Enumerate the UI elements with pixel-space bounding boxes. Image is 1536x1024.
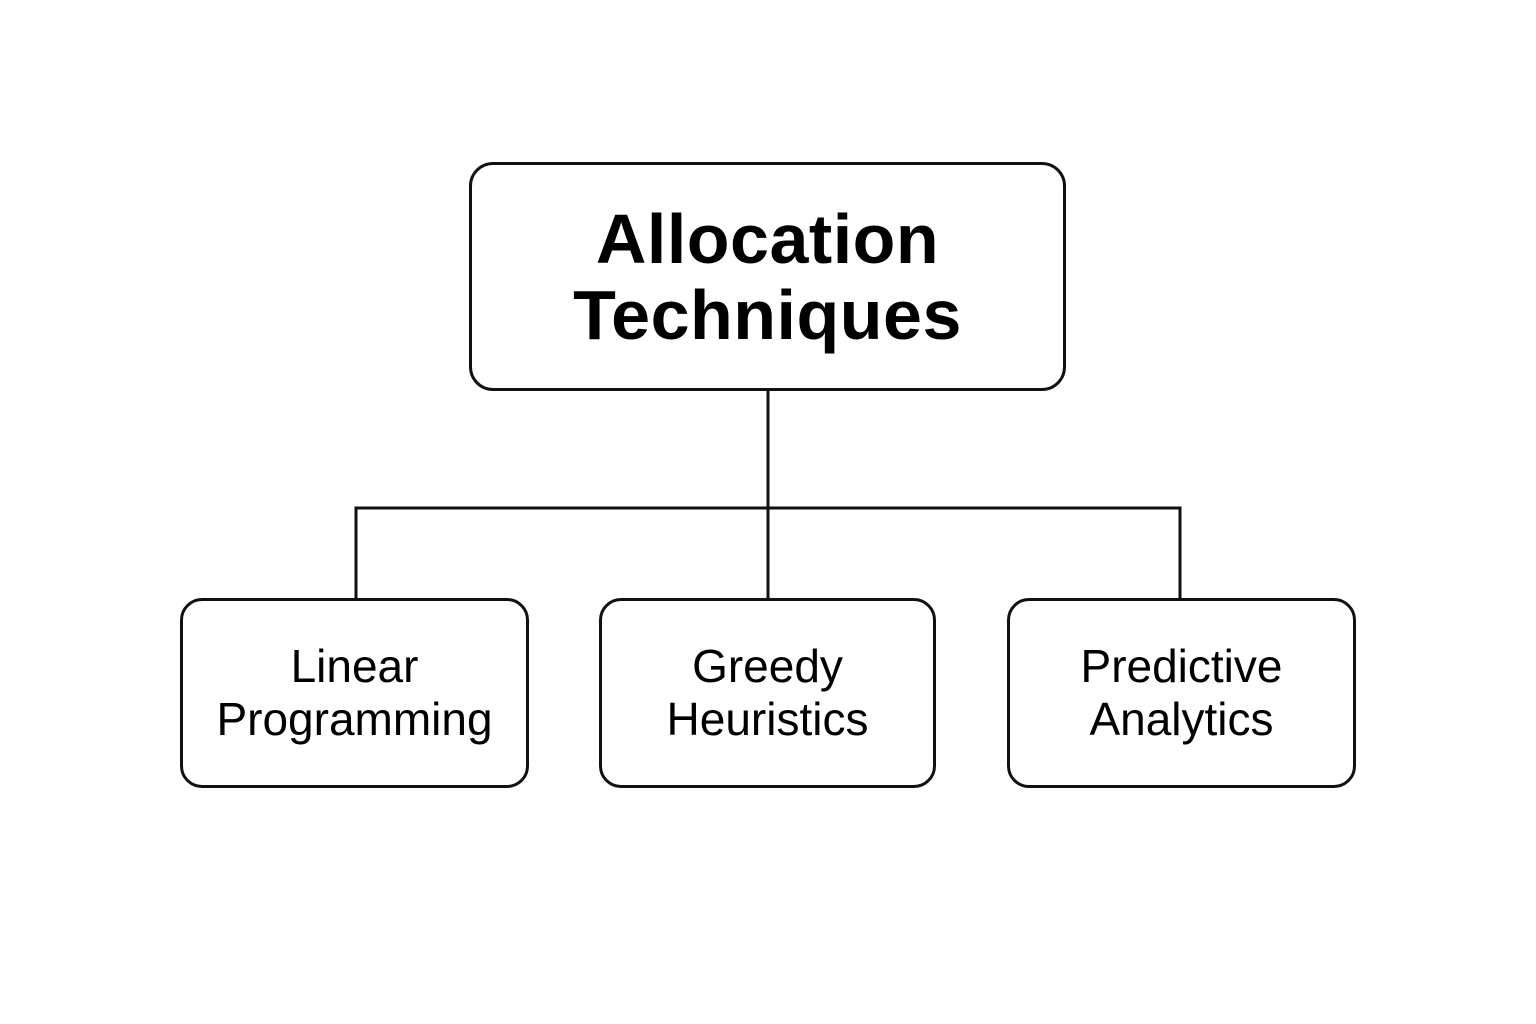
- child-node-linear-programming: Linear Programming: [180, 598, 529, 788]
- root-node-label-line-2: Techniques: [573, 275, 962, 354]
- child-node-greedy-heuristics: Greedy Heuristics: [599, 598, 936, 788]
- root-node: Allocation Techniques: [469, 162, 1066, 391]
- child-node-label-line-2: Heuristics: [666, 693, 869, 745]
- child-node-label-line-2: Programming: [216, 693, 493, 745]
- child-node-label-line-1: Predictive: [1080, 640, 1283, 692]
- root-node-label-line-1: Allocation: [595, 199, 940, 278]
- child-node-predictive-analytics: Predictive Analytics: [1007, 598, 1356, 788]
- child-node-label-line-2: Analytics: [1089, 693, 1274, 745]
- child-node-label-line-1: Linear: [290, 640, 419, 692]
- child-node-label-line-1: Greedy: [692, 640, 843, 692]
